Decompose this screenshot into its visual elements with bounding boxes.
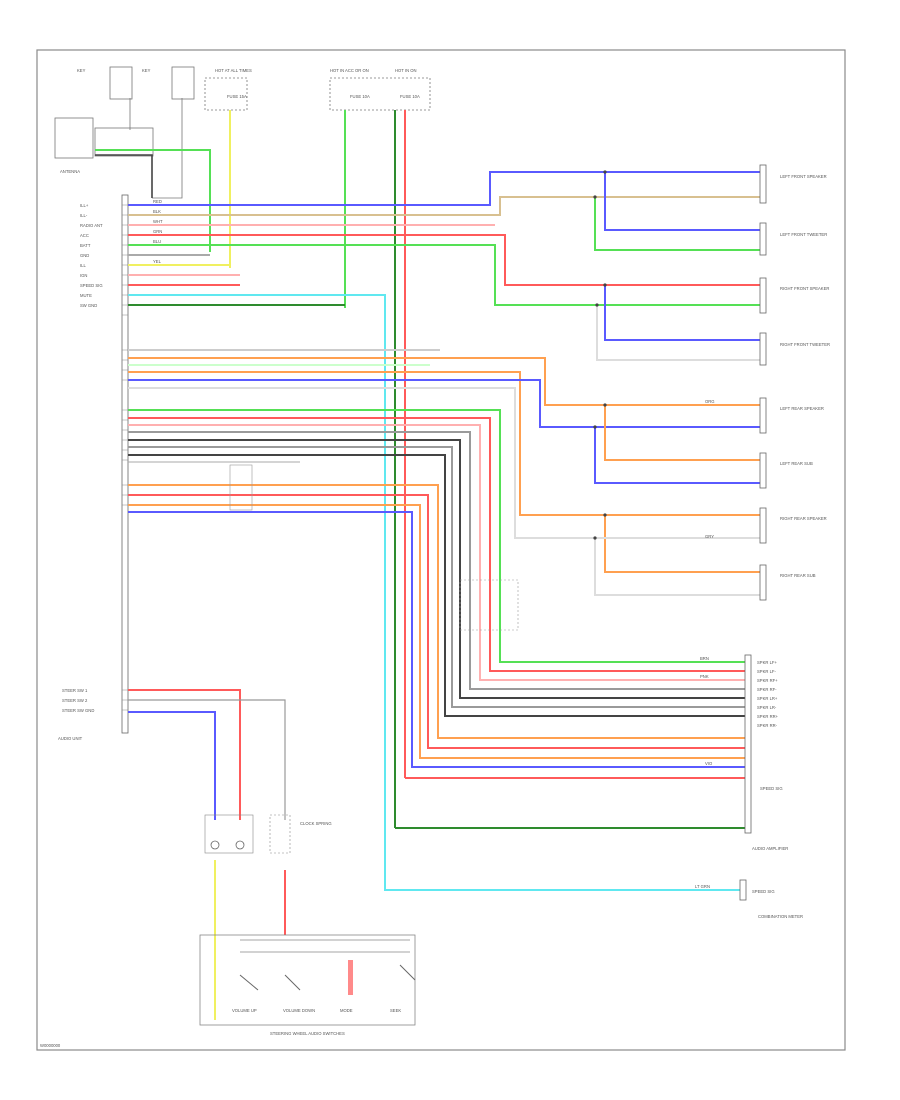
- au-pin-10: SW GND: [80, 303, 97, 308]
- svg-text:KEY: KEY: [77, 68, 86, 73]
- combination-meter: SPEED SIG COMBINATION METER: [739, 879, 803, 919]
- wire-code-9: BRN: [700, 656, 709, 661]
- au-pin-2: RADIO ANT: [80, 223, 103, 228]
- antenna-label: ANTENNA: [60, 169, 80, 174]
- svg-text:KEY: KEY: [142, 68, 151, 73]
- au-pin-6: ILL: [80, 263, 86, 268]
- speed-label: SPEED SIG: [760, 786, 783, 791]
- au-pin-8: SPEED SIG: [80, 283, 103, 288]
- speed-signal-label: SPEED SIG: [752, 889, 775, 894]
- speaker-label-0: LEFT FRONT SPEAKER: [780, 174, 827, 179]
- wire-code-labels: RED BLK WHT GRN BLU YEL ORG GRY LT GRN B…: [153, 199, 715, 889]
- speaker-label-5: LEFT REAR SUB: [780, 461, 813, 466]
- speaker-lr: LEFT REAR SPEAKER: [759, 397, 824, 434]
- au-pin-12: STEER SW 2: [62, 698, 88, 703]
- speaker-label-2: RIGHT FRONT SPEAKER: [780, 286, 829, 291]
- speaker-rr: RIGHT REAR SPEAKER: [759, 507, 827, 544]
- speaker-label-3: RIGHT FRONT TWEETER: [780, 342, 830, 347]
- wire-code-2: WHT: [153, 219, 163, 224]
- amp-pin-4: SPKR LR+: [757, 696, 778, 701]
- speaker-rr-sub: RIGHT REAR SUB: [759, 564, 816, 601]
- fuse-name-2: FUSE 10A: [350, 94, 370, 99]
- wires-upper: [128, 170, 760, 891]
- fuse-top-right-label: HOT IN ON: [395, 68, 417, 73]
- fuse-name-1: FUSE 15A: [227, 94, 247, 99]
- wire-code-3: GRN: [153, 229, 162, 234]
- amp-pin-3: SPKR RF-: [757, 687, 777, 692]
- amp-pin-0: SPKR LF+: [757, 660, 777, 665]
- top-fuses: HOT AT ALL TIMES HOT IN ACC OR ON HOT IN…: [204, 68, 431, 828]
- amp-pin-1: SPKR LF-: [757, 669, 776, 674]
- wire-code-6: ORG: [705, 399, 715, 404]
- speaker-label-1: LEFT FRONT TWEETER: [780, 232, 827, 237]
- audio-unit-connector: ILL+ ILL- RADIO ANT ACC BATT GND ILL IGN…: [58, 194, 129, 741]
- speaker-lf: LEFT FRONT SPEAKER: [759, 164, 827, 204]
- diagram-frame: [36, 49, 846, 1051]
- switch-label-1: VOLUME DOWN: [283, 1008, 315, 1013]
- steering-switch-label: STEERING WHEEL AUDIO SWITCHES: [270, 1031, 345, 1036]
- fuse-name-3: FUSE 10A: [400, 94, 420, 99]
- speaker-label-4: LEFT REAR SPEAKER: [780, 406, 824, 411]
- au-pin-7: IGN: [80, 273, 87, 278]
- au-pin-5: GND: [80, 253, 89, 258]
- wire-code-1: BLK: [153, 209, 161, 214]
- au-pin-3: ACC: [80, 233, 89, 238]
- au-pin-11: STEER SW 1: [62, 688, 88, 693]
- switch-label-0: VOLUME UP: [232, 1008, 257, 1013]
- combination-meter-label: COMBINATION METER: [758, 914, 803, 919]
- steering-wheel-section: CLOCK SPRING VOLUME UP VOLUME DOWN MODE …: [128, 689, 416, 1036]
- speaker-label-7: RIGHT REAR SUB: [780, 573, 816, 578]
- wire-code-8: LT GRN: [695, 884, 710, 889]
- clock-spring-label: CLOCK SPRING: [300, 821, 332, 826]
- amp-pin-7: SPKR RR-: [757, 723, 778, 728]
- au-pin-9: MUTE: [80, 293, 92, 298]
- amp-label: AUDIO AMPLIFIER: [752, 846, 788, 851]
- wires-middle: [128, 349, 760, 596]
- wire-code-0: RED: [153, 199, 162, 204]
- speaker-lr-sub: LEFT REAR SUB: [759, 452, 813, 489]
- amp-pin-5: SPKR LR-: [757, 705, 777, 710]
- amp-pin-6: SPKR RR+: [757, 714, 779, 719]
- audio-amplifier: SPKR LF+ SPKR LF- SPKR RF+ SPKR RF- SPKR…: [744, 654, 788, 851]
- audio-unit-label: AUDIO UNIT: [58, 736, 83, 741]
- wire-code-5: YEL: [153, 259, 162, 264]
- speaker-lf-tweeter: LEFT FRONT TWEETER: [759, 222, 827, 256]
- au-pin-0: ILL+: [80, 203, 89, 208]
- au-pin-4: BATT: [80, 243, 91, 248]
- wires-to-amp: [128, 409, 745, 829]
- speaker-label-6: RIGHT REAR SPEAKER: [780, 516, 827, 521]
- fuse-top-left-label: HOT AT ALL TIMES: [215, 68, 252, 73]
- wire-code-4: BLU: [153, 239, 161, 244]
- fuse-top-mid-label: HOT IN ACC OR ON: [330, 68, 369, 73]
- speaker-rf-tweeter: RIGHT FRONT TWEETER: [759, 332, 830, 366]
- wire-code-11: VIO: [705, 761, 713, 766]
- au-pin-1: ILL-: [80, 213, 88, 218]
- switch-label-3: SEEK: [390, 1008, 401, 1013]
- switch-label-2: MODE: [340, 1008, 353, 1013]
- speaker-rf: RIGHT FRONT SPEAKER: [759, 277, 829, 314]
- speakers: LEFT FRONT SPEAKER LEFT FRONT TWEETER RI…: [759, 164, 830, 601]
- diagram-id: W0000000: [40, 1043, 61, 1048]
- top-left-components: KEY KEY ANTENNA: [54, 66, 211, 252]
- wire-code-10: PNK: [700, 674, 709, 679]
- amp-pin-2: SPKR RF+: [757, 678, 778, 683]
- au-pin-13: STEER SW GND: [62, 708, 94, 713]
- wire-code-7: GRY: [705, 534, 714, 539]
